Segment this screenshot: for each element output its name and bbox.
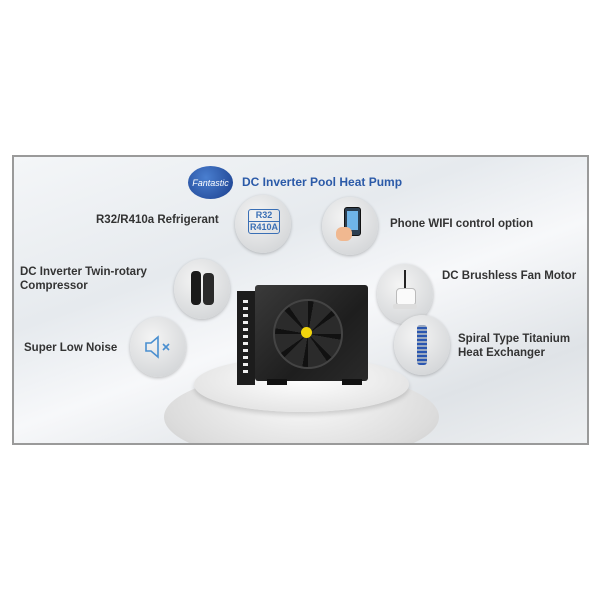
feature-fan-label: DC Brushless Fan Motor bbox=[442, 270, 577, 282]
fan-grille bbox=[273, 299, 343, 369]
phone-icon bbox=[322, 197, 378, 255]
r32-text: R32 bbox=[255, 210, 273, 220]
fan-motor-icon bbox=[377, 264, 433, 324]
r410a-text: R410A bbox=[249, 221, 279, 232]
feature-wifi-label: Phone WIFI control option bbox=[390, 218, 534, 230]
refrigerant-icon: R32 R410A bbox=[235, 195, 291, 253]
feature-refrigerant-label: R32/R410a Refrigerant bbox=[96, 214, 219, 226]
heat-exchanger-icon bbox=[394, 315, 450, 375]
feature-compressor-label: DC Inverter Twin-rotary Compressor bbox=[20, 266, 147, 292]
product-banner: Fantastic DC Inverter Pool Heat Pump R32… bbox=[12, 155, 589, 445]
brand-logo: Fantastic bbox=[188, 166, 233, 199]
mute-icon bbox=[130, 317, 186, 377]
compressor-icon bbox=[174, 259, 230, 319]
feature-noise-label: Super Low Noise bbox=[24, 342, 118, 354]
feature-exchanger-label: Spiral Type Titanium Heat Exchanger bbox=[458, 333, 571, 359]
page-title: DC Inverter Pool Heat Pump bbox=[242, 175, 403, 189]
heat-pump-unit bbox=[237, 285, 368, 385]
